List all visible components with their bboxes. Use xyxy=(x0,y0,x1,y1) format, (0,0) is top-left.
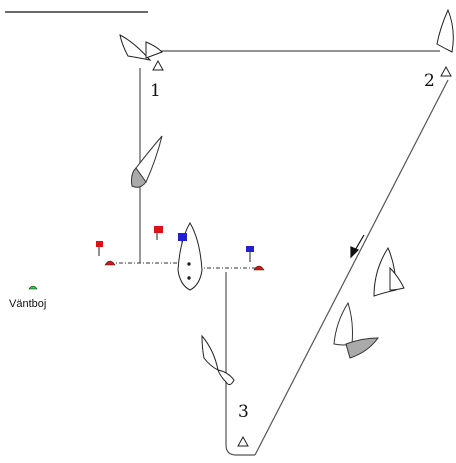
mark-label-1: 1 xyxy=(150,81,161,101)
flag-icon xyxy=(96,241,103,256)
sailboat-icon xyxy=(201,334,235,386)
buoy-icon xyxy=(253,265,265,271)
flag-icon xyxy=(154,226,163,240)
mark-triangles xyxy=(152,59,452,447)
sailboat-icon xyxy=(373,246,405,297)
sailboat-icon xyxy=(436,8,454,53)
flag-icon xyxy=(246,246,254,262)
direction-arrow-icon xyxy=(350,234,365,259)
triangle-mark-icon xyxy=(237,435,249,447)
sailboat-icon xyxy=(333,301,379,359)
triangle-mark-icon xyxy=(152,59,164,71)
leg-diagonal xyxy=(254,79,449,456)
mark-label-2: 2 xyxy=(424,71,435,91)
mark-label-3: 3 xyxy=(238,402,249,422)
wait-buoy-label: Väntboj xyxy=(9,298,46,310)
flag-icon xyxy=(178,233,187,244)
triangle-mark-icon xyxy=(440,65,452,77)
start-lines xyxy=(110,262,260,269)
wait-buoy-icon xyxy=(28,285,38,290)
buoy-icon xyxy=(104,260,116,266)
sailboat-icon xyxy=(119,34,163,61)
sailboat-icon xyxy=(131,135,163,188)
leg-lower xyxy=(225,272,255,456)
